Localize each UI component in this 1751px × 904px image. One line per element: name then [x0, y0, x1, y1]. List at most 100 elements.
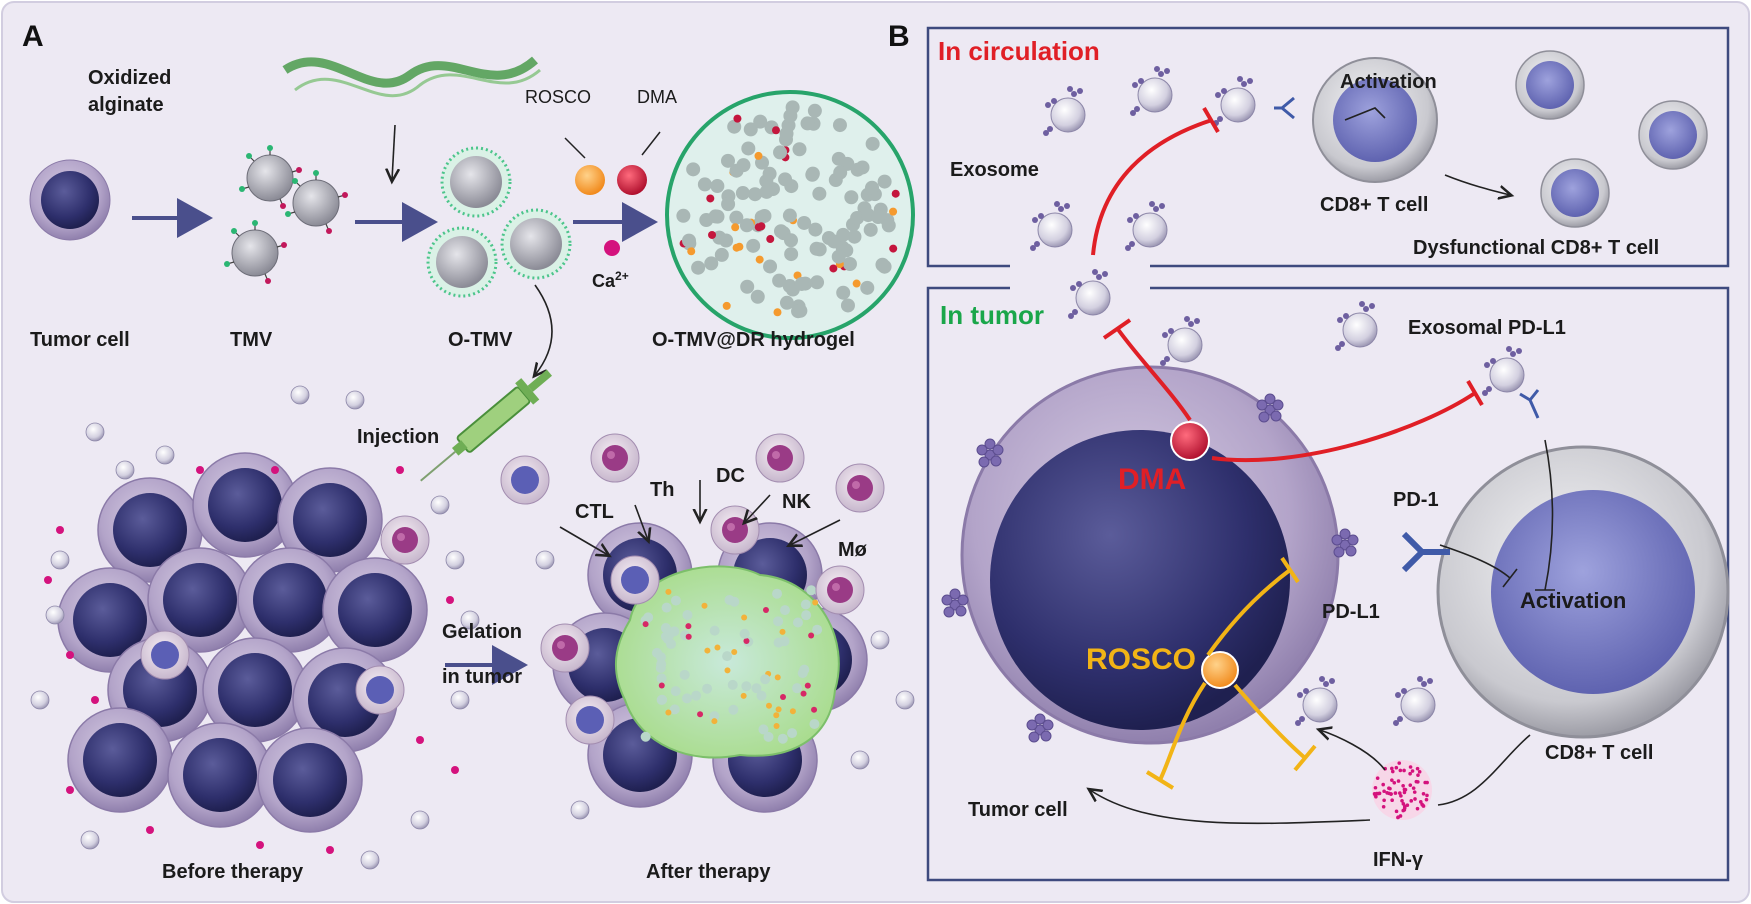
small-exosome	[50, 550, 70, 570]
hydrogel-particle	[750, 289, 765, 304]
hydrogel-particle	[757, 222, 766, 231]
hydrogel-particle	[772, 273, 787, 288]
hydrogel-particle	[782, 279, 797, 294]
gel-particle	[756, 690, 767, 701]
hydrogel-particle	[740, 279, 755, 294]
gel-particle	[773, 616, 784, 627]
gel-particle	[760, 674, 771, 685]
rosco-drug-ball	[575, 165, 605, 195]
ifn-particle	[1416, 773, 1420, 777]
rosco-inhibit-lines	[1145, 556, 1317, 790]
inhibit-bar	[1102, 318, 1132, 340]
hydrogel-particle	[784, 247, 799, 262]
gel-particle	[792, 683, 803, 694]
gel-particle	[809, 719, 820, 730]
small-exosome	[870, 630, 890, 650]
hydrogel-particle	[681, 233, 696, 248]
hydrogel-particle	[763, 259, 778, 274]
ifn-particle	[1401, 783, 1405, 788]
hydrogel-particle	[729, 210, 744, 225]
dysfunctional-label: Dysfunctional CD8+ T cell	[1413, 237, 1660, 259]
rosco-large-label: ROSCO	[1086, 643, 1197, 676]
gel-particle	[812, 599, 819, 606]
ifn-particle	[1390, 769, 1395, 774]
ifn-particle	[1398, 814, 1403, 818]
gel-particle	[779, 605, 790, 616]
hydrogel-particle	[836, 227, 851, 242]
dysfunctional-tcell	[1638, 100, 1708, 170]
hydrogel-particle	[784, 179, 799, 194]
small-exosome	[570, 800, 590, 820]
gel-particle	[682, 693, 693, 704]
gel-particle	[800, 690, 807, 697]
pd1-receptor-large	[1401, 531, 1450, 573]
hydrogel-particle	[731, 223, 740, 232]
in-tumor-heading: In tumor	[940, 300, 1044, 330]
ifn-particle	[1396, 779, 1401, 783]
hydrogel-particle	[733, 114, 742, 123]
small-exosome	[290, 385, 310, 405]
drug-particle	[66, 786, 74, 794]
gel-particle	[762, 607, 769, 614]
hydrogel-particle	[754, 151, 763, 160]
dma-label: DMA	[637, 87, 677, 107]
gel-particle	[669, 704, 680, 715]
hydrogel-particle	[877, 174, 892, 189]
hydrogel-particle	[800, 116, 815, 131]
before-therapy-label: Before therapy	[162, 861, 304, 883]
gel-particle	[656, 673, 667, 684]
hydrogel-particle	[860, 280, 875, 295]
ifn-particle	[1421, 792, 1426, 796]
hydrogel-particle	[687, 247, 696, 256]
activation-inhibit	[1544, 439, 1554, 591]
gel-particle	[682, 609, 693, 620]
hydrogel-particle	[732, 243, 741, 252]
ifn-particle	[1408, 783, 1413, 787]
hydrogel-particle	[833, 165, 848, 180]
otmv-particle	[426, 226, 498, 298]
large-cd8-tcell	[1436, 445, 1730, 739]
ifn-particle	[1408, 771, 1412, 776]
hydrogel-particle	[889, 207, 898, 216]
hydrogel-particle	[805, 166, 820, 181]
hydrogel-particle	[773, 308, 782, 317]
ifn-particle	[1421, 804, 1426, 808]
ifn-particle	[1400, 799, 1404, 803]
gel-particle	[806, 585, 817, 596]
ifn-particle	[1398, 791, 1402, 795]
dma-pointer	[641, 131, 661, 156]
drug-particle	[196, 466, 204, 474]
ifn-particle	[1396, 815, 1400, 820]
hydrogel-particle	[676, 208, 691, 223]
small-exosome	[80, 830, 100, 850]
gel-particle	[739, 628, 750, 639]
gel-particle	[709, 711, 720, 722]
gel-particle	[697, 711, 704, 718]
hydrogel-particle	[753, 114, 768, 129]
hydrogel-particle	[708, 209, 723, 224]
ifn-particle	[1402, 808, 1407, 812]
drug-particle	[446, 596, 454, 604]
gel-particle	[685, 633, 692, 640]
ifn-particle	[1375, 776, 1380, 780]
ifn-particle	[1403, 787, 1408, 792]
hydrogel-particle	[855, 160, 870, 175]
gel-particle	[808, 632, 815, 639]
small-exosome	[155, 445, 175, 465]
ifn-particle	[1397, 761, 1402, 765]
ifn-particle	[1390, 778, 1394, 782]
gel-particle	[777, 733, 788, 744]
gel-particle	[665, 709, 672, 716]
gel-particle	[664, 629, 675, 640]
cd8-bottom-label: CD8+ T cell	[1545, 742, 1654, 764]
activation-inhibit	[1439, 544, 1511, 579]
calcium-label-superscript: 2+	[615, 269, 629, 283]
hydrogel-particle	[759, 184, 774, 199]
calcium-label: Ca2+	[592, 270, 629, 290]
rosco-label: ROSCO	[525, 87, 592, 107]
small-exosome	[460, 610, 480, 630]
hydrogel-particle	[739, 218, 754, 233]
hydrogel-particle	[779, 295, 794, 310]
rosco-drug-ball	[1201, 651, 1239, 689]
gel-particle	[702, 683, 713, 694]
